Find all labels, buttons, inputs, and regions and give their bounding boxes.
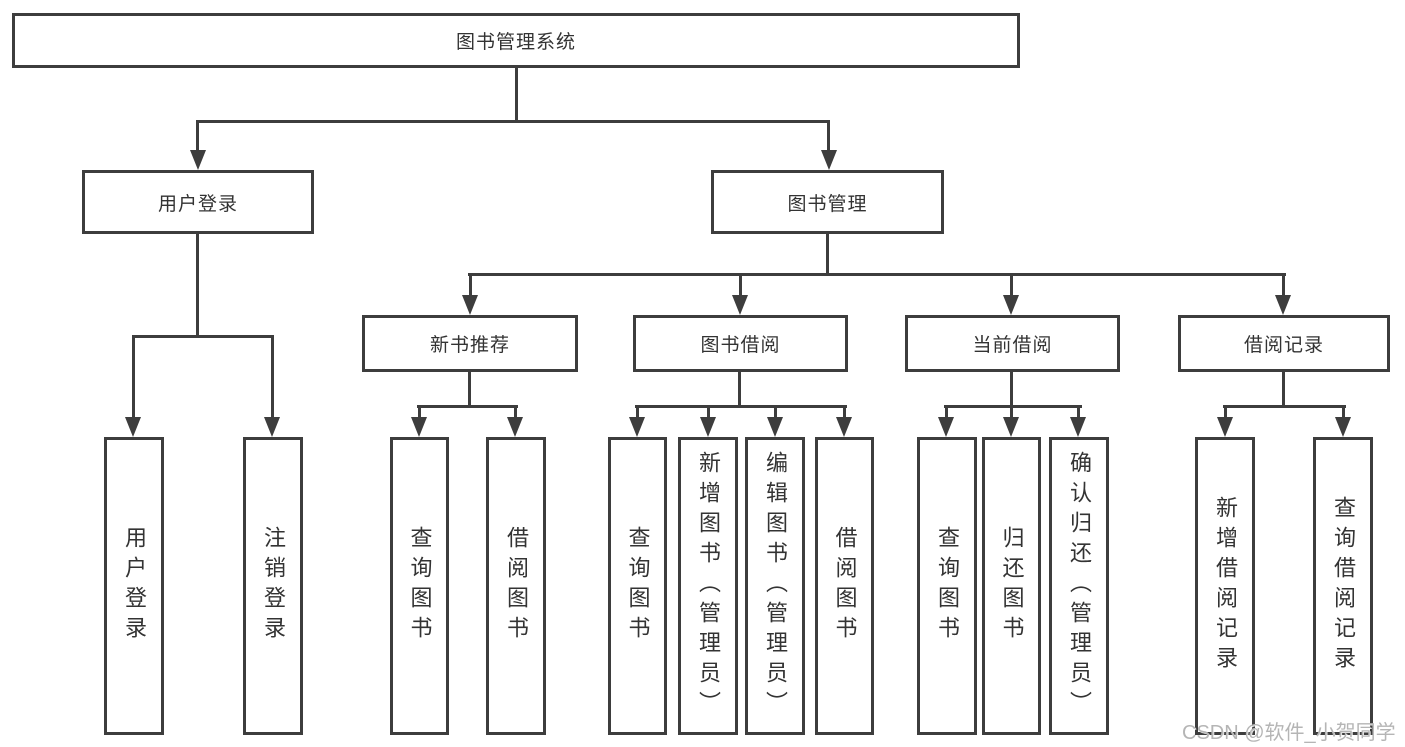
arrow-down-icon bbox=[1003, 417, 1019, 437]
connector-login-drop-1 bbox=[132, 337, 135, 417]
connector-recommend-stub bbox=[468, 372, 471, 405]
node-root-label: 图书管理系统 bbox=[455, 32, 576, 53]
leaf-label: 查询图书 bbox=[625, 526, 651, 646]
connector-current-stub bbox=[1010, 372, 1013, 405]
connector-mgmt-stub bbox=[826, 234, 829, 273]
connector-mgmt-drop-1 bbox=[469, 275, 472, 295]
arrow-down-icon bbox=[507, 417, 523, 437]
connector-current-drop-1 bbox=[945, 407, 948, 417]
arrow-down-icon bbox=[1217, 417, 1233, 437]
connector-mgmt-drop-3 bbox=[1010, 275, 1013, 295]
leaf-label: 借阅图书 bbox=[504, 526, 529, 646]
arrow-down-icon bbox=[1275, 295, 1291, 315]
node-new-book-recommend: 新书推荐 bbox=[362, 315, 578, 372]
connector-current-bar bbox=[944, 405, 1082, 408]
node-label: 图书借阅 bbox=[700, 335, 781, 356]
node-root: 图书管理系统 bbox=[12, 13, 1020, 68]
leaf-label: 用户登录 bbox=[122, 526, 147, 646]
arrow-down-icon bbox=[938, 417, 954, 437]
leaf-query-borrow-record: 查询借阅记录 bbox=[1313, 437, 1373, 735]
connector-root-drop-right bbox=[827, 122, 830, 150]
connector-borrow-drop-1 bbox=[636, 407, 639, 417]
leaf-label: 查询图书 bbox=[407, 526, 433, 646]
leaf-label: 归还图书 bbox=[999, 526, 1025, 646]
connector-login-stub bbox=[196, 234, 199, 335]
node-user-login: 用户登录 bbox=[82, 170, 314, 234]
connector-mgmt-drop-2 bbox=[739, 275, 742, 295]
arrow-down-icon bbox=[836, 417, 852, 437]
connector-records-drop-2 bbox=[1342, 407, 1345, 417]
connector-current-drop-2 bbox=[1010, 407, 1013, 417]
connector-recommend-drop-1 bbox=[418, 407, 421, 417]
node-label: 新书推荐 bbox=[429, 335, 510, 356]
arrow-down-icon bbox=[264, 417, 280, 437]
arrow-down-icon bbox=[462, 295, 478, 315]
connector-records-bar bbox=[1223, 405, 1346, 408]
watermark: CSDN @软件_小贺同学 bbox=[1182, 722, 1396, 744]
leaf-label: 新增图书（管理员） bbox=[696, 451, 721, 721]
leaf-query-book-borrow: 查询图书 bbox=[608, 437, 667, 735]
node-label: 借阅记录 bbox=[1243, 335, 1324, 356]
connector-login-bar bbox=[132, 335, 274, 338]
node-label: 图书管理 bbox=[787, 193, 868, 215]
connector-borrow-stub bbox=[738, 372, 741, 405]
leaf-borrow-book: 借阅图书 bbox=[815, 437, 874, 735]
leaf-label: 借阅图书 bbox=[832, 526, 858, 646]
node-borrow-records: 借阅记录 bbox=[1178, 315, 1390, 372]
connector-root-stub bbox=[515, 68, 518, 120]
node-label: 用户登录 bbox=[157, 193, 238, 215]
connector-mgmt-drop-4 bbox=[1282, 275, 1285, 295]
leaf-edit-book-admin: 编辑图书（管理员） bbox=[745, 437, 805, 735]
leaf-label: 新增借阅记录 bbox=[1213, 496, 1238, 676]
arrow-down-icon bbox=[767, 417, 783, 437]
arrow-down-icon bbox=[1335, 417, 1351, 437]
leaf-label: 确认归还（管理员） bbox=[1067, 451, 1092, 721]
arrow-down-icon bbox=[125, 417, 141, 437]
arrow-down-icon bbox=[821, 150, 837, 170]
arrow-down-icon bbox=[732, 295, 748, 315]
connector-login-drop-2 bbox=[271, 337, 274, 417]
arrow-down-icon bbox=[190, 150, 206, 170]
leaf-query-book-current: 查询图书 bbox=[917, 437, 977, 735]
leaf-label: 注销登录 bbox=[261, 526, 286, 646]
node-book-borrow: 图书借阅 bbox=[633, 315, 848, 372]
leaf-label: 查询借阅记录 bbox=[1331, 496, 1356, 676]
node-current-borrow: 当前借阅 bbox=[905, 315, 1120, 372]
leaf-add-book-admin: 新增图书（管理员） bbox=[678, 437, 738, 735]
leaf-logout: 注销登录 bbox=[243, 437, 303, 735]
arrow-down-icon bbox=[1003, 295, 1019, 315]
arrow-down-icon bbox=[1070, 417, 1086, 437]
connector-records-drop-1 bbox=[1224, 407, 1227, 417]
node-label: 当前借阅 bbox=[972, 335, 1053, 356]
connector-borrow-bar bbox=[635, 405, 847, 408]
connector-records-stub bbox=[1282, 372, 1285, 405]
arrow-down-icon bbox=[700, 417, 716, 437]
connector-borrow-drop-4 bbox=[843, 407, 846, 417]
connector-root-drop-left bbox=[196, 122, 199, 150]
leaf-label: 查询图书 bbox=[935, 526, 960, 646]
leaf-user-login: 用户登录 bbox=[104, 437, 164, 735]
connector-root-bar bbox=[196, 120, 830, 123]
arrow-down-icon bbox=[629, 417, 645, 437]
connector-borrow-drop-2 bbox=[707, 407, 710, 417]
node-book-management: 图书管理 bbox=[711, 170, 944, 234]
leaf-return-book: 归还图书 bbox=[982, 437, 1041, 735]
leaf-query-book-recommend: 查询图书 bbox=[390, 437, 449, 735]
leaf-confirm-return-admin: 确认归还（管理员） bbox=[1049, 437, 1109, 735]
connector-recommend-bar bbox=[417, 405, 518, 408]
leaf-add-borrow-record: 新增借阅记录 bbox=[1195, 437, 1255, 735]
leaf-label: 编辑图书（管理员） bbox=[763, 451, 788, 721]
connector-current-drop-3 bbox=[1077, 407, 1080, 417]
connector-mgmt-bar bbox=[468, 273, 1286, 276]
arrow-down-icon bbox=[411, 417, 427, 437]
connector-recommend-drop-2 bbox=[514, 407, 517, 417]
connector-borrow-drop-3 bbox=[774, 407, 777, 417]
leaf-borrow-book-recommend: 借阅图书 bbox=[486, 437, 546, 735]
